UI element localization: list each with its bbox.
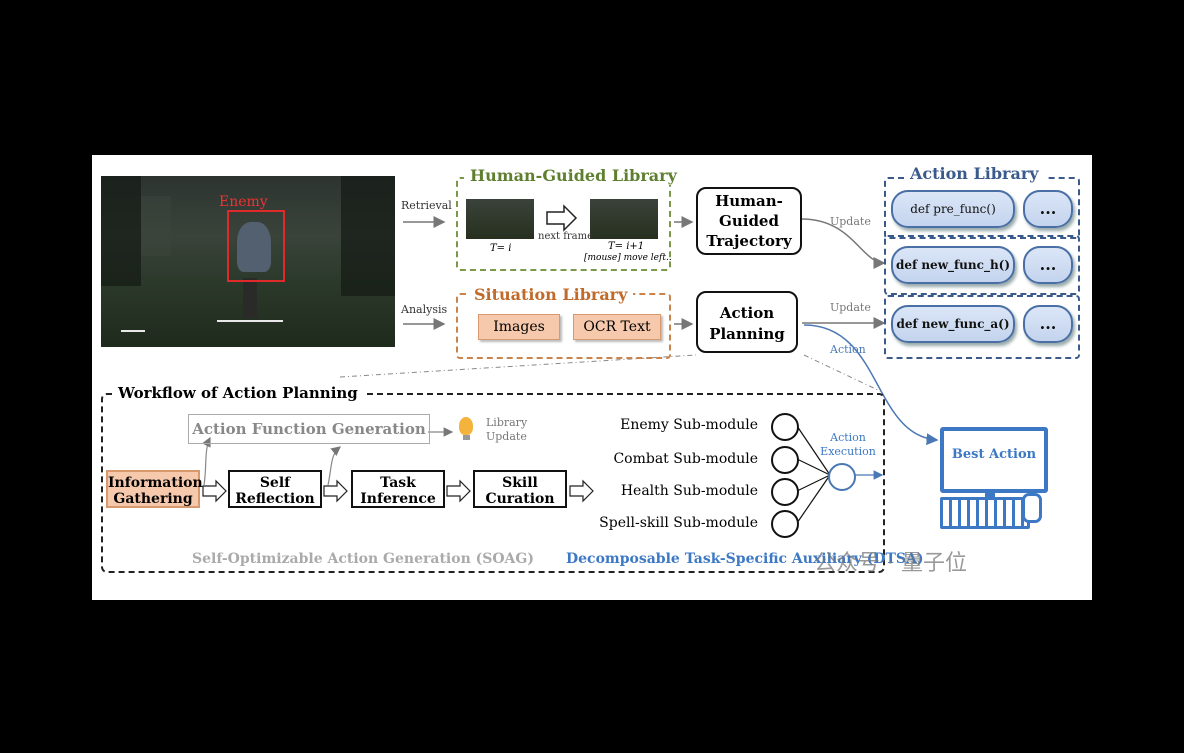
trajectory-line3: Trajectory <box>706 232 792 250</box>
action-library-title: Action Library <box>904 164 1045 183</box>
monitor-stand <box>985 489 995 499</box>
spell-skill-submodule-label: Spell-skill Sub-module <box>599 515 758 531</box>
spell-skill-submodule-node <box>771 510 799 538</box>
human-guided-library-title: Human-Guided Library <box>464 166 683 185</box>
diagram-canvas: Enemy Retrieval Analysis Human-Guided Li… <box>92 155 1092 600</box>
workflow-title: Workflow of Action Planning <box>112 384 364 402</box>
frame-left-thumbnail <box>466 199 534 239</box>
trajectory-line1: Human- <box>715 192 783 210</box>
health-submodule-node <box>771 478 799 506</box>
frame-right-caption: T= i+1 <box>608 241 645 252</box>
new-func-h-more-pill: ... <box>1023 246 1073 284</box>
library-update-label: Library Update <box>486 416 528 443</box>
keyboard-icon <box>940 497 1030 529</box>
update-mid-label: Update <box>830 301 871 314</box>
pre-func-pill: def pre_func() <box>891 190 1015 228</box>
new-func-a-pill: def new_func_a() <box>891 305 1015 343</box>
update-top-arrow <box>801 218 886 269</box>
ocr-text-item: OCR Text <box>573 314 661 340</box>
new-func-h-pill: def new_func_h() <box>891 246 1015 284</box>
enemy-submodule-label: Enemy Sub-module <box>620 417 758 433</box>
task-inference-box: Task Inference <box>351 470 445 508</box>
soag-label: Self-Optimizable Action Generation (SOAG… <box>192 551 534 567</box>
combat-submodule-node <box>771 446 799 474</box>
best-action-monitor: Best Action <box>940 427 1048 493</box>
next-frame-arrow <box>546 204 578 232</box>
situation-library-title: Situation Library <box>468 285 634 304</box>
best-action-label: Best Action <box>951 447 1037 462</box>
frame-left-caption: T= i <box>490 243 512 254</box>
action-arrow <box>803 324 939 446</box>
retrieval-label: Retrieval <box>401 199 452 212</box>
combat-submodule-label: Combat Sub-module <box>613 451 758 467</box>
enemy-bounding-box <box>227 210 285 282</box>
connector-layer <box>201 204 939 524</box>
action-library-row3-box <box>884 295 1080 359</box>
game-screenshot: Enemy <box>101 176 395 347</box>
action-planning-line2: Planning <box>709 325 785 343</box>
action-function-generation-box: Action Function Generation <box>188 414 430 444</box>
self-reflection-box: Self Reflection <box>228 470 322 508</box>
workflow-box <box>101 393 885 573</box>
action-edge-label: Action <box>830 343 866 356</box>
new-func-a-more-pill: ... <box>1023 305 1073 343</box>
mouse-icon <box>1022 493 1042 523</box>
watermark: 公众号 · 量子位 <box>814 551 967 576</box>
trajectory-line2: Guided <box>719 212 779 230</box>
images-item: Images <box>478 314 560 340</box>
skill-curation-box: Skill Curation <box>473 470 567 508</box>
action-library-row2-box <box>884 235 1080 295</box>
update-top-label: Update <box>830 215 871 228</box>
enemy-label: Enemy <box>219 194 268 210</box>
action-planning-line1: Action <box>719 304 775 322</box>
health-submodule-label: Health Sub-module <box>620 483 758 499</box>
pre-func-more-pill: ... <box>1023 190 1073 228</box>
human-guided-trajectory-box: Human- Guided Trajectory <box>696 187 802 255</box>
action-planning-box: Action Planning <box>696 291 798 353</box>
action-execution-label: Action Execution <box>820 431 876 458</box>
enemy-submodule-node <box>771 413 799 441</box>
frame-right-note: [mouse] move left.. <box>584 253 672 263</box>
action-execution-node <box>828 463 856 491</box>
lightbulb-icon <box>459 417 473 435</box>
next-frame-label: next frame <box>538 231 594 242</box>
frame-right-thumbnail <box>590 199 658 239</box>
information-gathering-box: Information Gathering <box>106 470 203 508</box>
analysis-label: Analysis <box>401 303 448 316</box>
dtsa-label: Decomposable Task-Specific Auxiliary (DT… <box>566 551 924 567</box>
